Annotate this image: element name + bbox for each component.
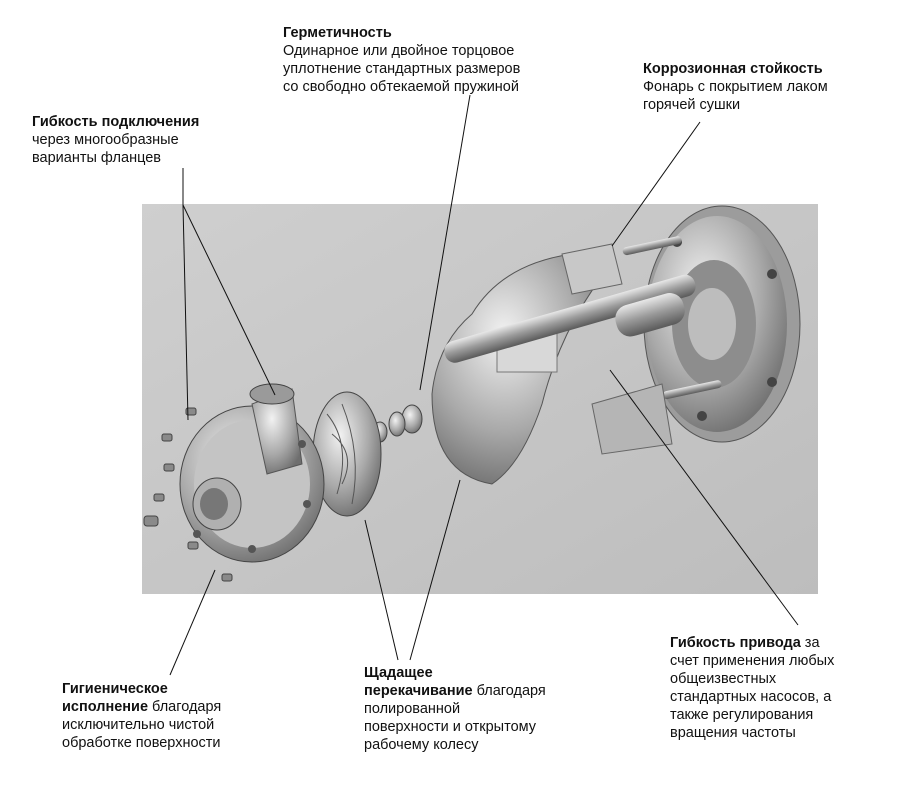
callout-drive: Гибкость привода за счет применения любы… xyxy=(670,634,834,742)
callout-drive-line: общеизвестных xyxy=(670,671,777,687)
callout-corrosion-title: Коррозионная стойкость xyxy=(643,61,823,77)
pump-exploded-view xyxy=(142,204,818,594)
callout-connection-line: варианты фланцев xyxy=(32,150,161,166)
callout-corrosion-line: Фонарь с покрытием лаком xyxy=(643,79,828,95)
shaft xyxy=(444,274,696,363)
callout-connection-title: Гибкость подключения xyxy=(32,114,200,130)
motor-flange xyxy=(643,205,801,443)
callout-hygienic: Гигиеническое исполнение благодаря исклю… xyxy=(62,680,221,752)
callout-drive-title: Гибкость привода xyxy=(670,635,801,651)
callout-hygienic-title-1: Гигиеническое xyxy=(62,681,168,697)
callout-drive-line: также регулирования xyxy=(670,707,814,723)
callout-gentle-title-2: перекачивание xyxy=(364,683,473,699)
callout-gentle-rest: благодаря xyxy=(472,683,546,699)
callout-corrosion: Коррозионная стойкость Фонарь с покрытие… xyxy=(643,60,828,114)
callout-hygienic-rest: благодаря xyxy=(148,699,222,715)
callout-hermetic: Герметичность Одинарное или двойное торц… xyxy=(283,24,520,96)
callout-connection: Гибкость подключения через многообразные… xyxy=(32,113,199,167)
callout-hermetic-line: со свободно обтекаемой пружиной xyxy=(283,79,519,95)
callout-drive-line: счет применения любых xyxy=(670,653,835,669)
callout-hygienic-line: обработке поверхности xyxy=(62,735,221,751)
pump-casing xyxy=(179,383,325,563)
callout-hygienic-line: исключительно чистой xyxy=(62,717,215,733)
callout-gentle-line: полированной xyxy=(364,701,461,717)
callout-gentle-title-1: Щадащее xyxy=(364,665,433,681)
callout-hermetic-line: уплотнение стандартных размеров xyxy=(283,61,521,77)
callout-drive-rest: за xyxy=(800,635,820,651)
callout-gentle-line: рабочему колесу xyxy=(364,737,479,753)
callout-drive-line: стандартных насосов, а xyxy=(670,689,832,705)
callout-gentle-line: поверхности и открытому xyxy=(364,719,537,735)
callout-gentle: Щадащее перекачивание благодаря полирова… xyxy=(364,664,546,754)
callout-hermetic-title: Герметичность xyxy=(283,25,392,41)
callout-connection-line: через многообразные xyxy=(32,132,179,148)
callout-drive-line: вращения частоты xyxy=(670,725,796,741)
callout-corrosion-line: горячей сушки xyxy=(643,97,741,113)
callout-hermetic-line: Одинарное или двойное торцовое xyxy=(283,43,515,59)
callout-hygienic-title-2: исполнение xyxy=(62,699,149,715)
bolts xyxy=(143,407,233,582)
